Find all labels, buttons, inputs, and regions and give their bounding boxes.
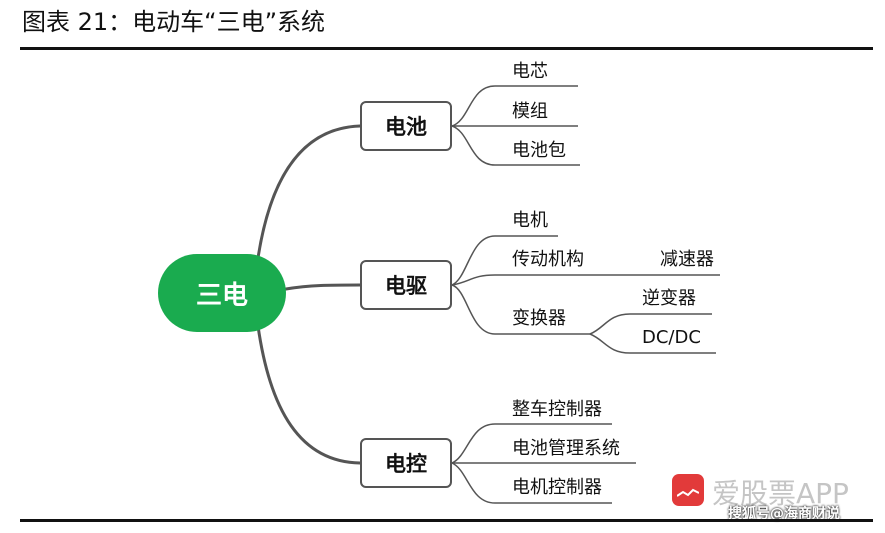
watermark-logo-icon: [672, 474, 704, 506]
branch-control: 电控: [360, 438, 452, 488]
connector-root-drive: [284, 283, 362, 291]
leaf-module: 模组: [512, 101, 548, 122]
leaf-dcdc: DC/DC: [642, 327, 701, 348]
leaf-vcu: 整车控制器: [512, 399, 602, 420]
leaf-inverter: 逆变器: [642, 288, 696, 309]
connector-control-mcu: [451, 462, 612, 504]
figure-title: 图表 21：电动车“三电”系统: [22, 8, 326, 36]
leaf-transmission: 传动机构: [512, 249, 584, 270]
connector-converter-dcdc: [589, 333, 716, 354]
leaf-pack: 电池包: [512, 140, 566, 161]
connector-root-control: [256, 324, 362, 465]
leaf-bms: 电池管理系统: [512, 438, 620, 459]
watermark-source: 搜狐号@海商财说: [728, 506, 840, 522]
connector-drive-motor: [451, 235, 558, 286]
connector-drive-transmission: [451, 274, 720, 286]
leaf-reducer: 减速器: [660, 249, 714, 270]
connector-battery-cell: [451, 85, 578, 127]
leaf-motor: 电机: [512, 210, 548, 231]
branch-battery: 电池: [360, 101, 452, 151]
top-rule: [20, 47, 873, 50]
trend-line-icon: [677, 488, 699, 497]
connector-control-vcu: [451, 423, 612, 464]
leaf-mcu: 电机控制器: [512, 477, 602, 498]
watermark-brand: 爱股票APP: [712, 477, 849, 510]
leaf-cell: 电芯: [512, 61, 548, 82]
root-node: 三电: [158, 254, 286, 332]
bottom-rule: [20, 519, 873, 522]
branch-drive: 电驱: [360, 260, 452, 310]
connector-root-battery: [256, 124, 362, 260]
connector-drive-inverter: [451, 284, 590, 335]
connector-battery-pack: [451, 125, 580, 166]
leaf-converter: 变换器: [512, 308, 566, 329]
connector-converter-inverter: [589, 313, 712, 335]
